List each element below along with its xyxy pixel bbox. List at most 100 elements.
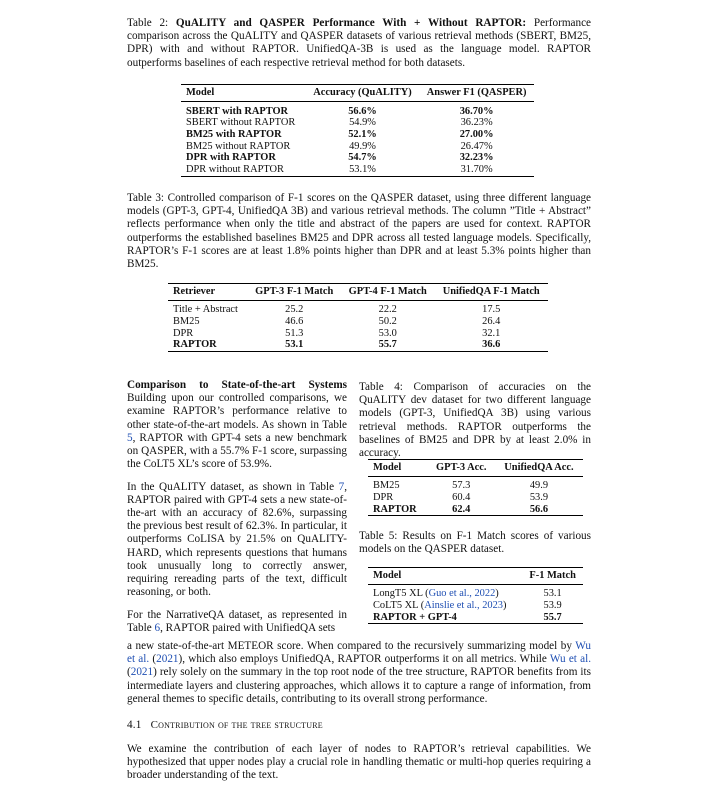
table-cell: 56.6	[529, 503, 549, 515]
table-cell: 53.1	[543, 588, 562, 600]
table-cell: RAPTOR	[173, 339, 217, 351]
table-cell: 55.7	[378, 339, 397, 351]
table-cell: 25.2	[285, 304, 304, 316]
table-row: DPR 60.4 53.9	[368, 492, 583, 504]
table-cell: 36.6	[482, 339, 501, 351]
table4-header-gpt3: GPT-3 Acc.	[436, 462, 487, 473]
table5-header-model: Model	[373, 570, 402, 581]
table-row: DPR without RAPTOR 53.1% 31.70%	[181, 163, 534, 177]
section-heading: 4.1 Contribution of the tree structure	[127, 719, 591, 732]
table-cell: 26.4	[482, 315, 501, 327]
narrativeqa-paragraph: For the NarrativeQA dataset, as represen…	[127, 609, 347, 635]
table3-header-gpt3: GPT-3 F-1 Match	[255, 286, 334, 297]
narrativeqa-text-end: , RAPTOR paired with UnifiedQA sets	[160, 621, 336, 634]
section-title: Contribution of the tree structure	[150, 719, 323, 731]
table-row: RAPTOR 62.4 56.6	[368, 504, 583, 516]
table-cell: 56.6%	[348, 105, 377, 117]
table-cell: RAPTOR	[373, 503, 417, 515]
table-row: CoLT5 XL (Ainslie et al., 2023) 53.9	[368, 600, 583, 612]
table-cell: DPR without RAPTOR	[186, 163, 284, 175]
table-cell: 49.9%	[349, 140, 376, 152]
table-row: DPR 51.3 53.0 32.1	[168, 328, 548, 340]
table2: Model Accuracy (QuALITY) Answer F1 (QASP…	[181, 84, 534, 177]
citation-link[interactable]: 2021	[130, 666, 154, 679]
table-cell: 31.70%	[460, 163, 493, 175]
table-cell: 36.70%	[459, 105, 494, 117]
sota-heading: Comparison to State-of-the-art Systems	[127, 379, 347, 391]
table3-header-unifiedqa: UnifiedQA F-1 Match	[442, 286, 540, 297]
sota-text-end: , RAPTOR with GPT-4 sets a new benchmark…	[127, 431, 347, 471]
table-cell: DPR with RAPTOR	[186, 152, 276, 164]
citation-link[interactable]: Wu et al.	[549, 653, 591, 666]
table3-header-row: Retriever GPT-3 F-1 Match GPT-4 F-1 Matc…	[168, 283, 548, 301]
table-cell: 46.6	[285, 315, 304, 327]
table5-caption: Table 5: Results on F-1 Match scores of …	[359, 530, 591, 556]
narrativeqa-text: For the NarrativeQA dataset, as represen…	[127, 608, 347, 634]
table-cell: BM25	[173, 315, 200, 327]
table-cell: 53.9	[543, 599, 562, 611]
table-cell: 53.9	[529, 491, 549, 503]
table-cell: 62.4	[452, 503, 471, 515]
citation-link[interactable]: Ainslie et al., 2023	[424, 599, 503, 611]
table2-header-quality: Accuracy (QuALITY)	[313, 87, 412, 98]
quality-text-end: , RAPTOR paired with GPT-4 sets a new st…	[127, 480, 347, 599]
para-text: ) rely solely on the summary in the top …	[127, 666, 591, 705]
table-cell: LongT5 XL (Guo et al., 2022)	[368, 588, 522, 600]
table-cell: SBERT with RAPTOR	[186, 105, 289, 117]
table4-header-model: Model	[373, 462, 402, 473]
table3-header-retriever: Retriever	[173, 286, 216, 297]
table-cell: 57.3	[452, 480, 471, 492]
table4-caption: Table 4: Comparison of accuracies on the…	[359, 381, 591, 460]
table-cell: 26.47%	[460, 140, 493, 152]
quality-paragraph: In the QuALITY dataset, as shown in Tabl…	[127, 481, 347, 600]
table-cell: BM25 without RAPTOR	[186, 140, 291, 152]
table-cell: DPR	[173, 327, 194, 339]
table-cell: 60.4	[452, 491, 471, 503]
paren: )	[495, 588, 499, 600]
table-cell: 22.2	[378, 304, 397, 316]
citation-link[interactable]: Guo et al., 2022	[428, 588, 496, 600]
table5-ref-link[interactable]: 5	[127, 431, 133, 444]
table-cell: 32.1	[482, 327, 501, 339]
para-text: (	[149, 653, 157, 666]
section-number: 4.1	[127, 719, 142, 731]
table2-header-model: Model	[186, 87, 215, 98]
table-cell: 27.00%	[459, 129, 494, 141]
sota-paragraph: Comparison to State-of-the-art Systems B…	[127, 379, 347, 472]
para-text: a new state-of-the-art METEOR score. Whe…	[127, 640, 576, 652]
table-row: DPR with RAPTOR 54.7% 32.23%	[181, 152, 534, 164]
table4-header-unifiedqa: UnifiedQA Acc.	[504, 462, 574, 473]
table-cell: Title + Abstract	[173, 304, 238, 316]
table-cell: SBERT without RAPTOR	[186, 117, 296, 129]
table6-ref-link[interactable]: 6	[154, 621, 161, 634]
model-name: CoLT5 XL (	[373, 599, 425, 611]
table-cell: 53.1%	[349, 163, 376, 175]
para-text: (	[127, 666, 131, 679]
table-row: SBERT with RAPTOR 56.6% 36.70%	[181, 106, 534, 118]
table-cell: 49.9	[529, 480, 549, 492]
citation-link[interactable]: 2021	[156, 653, 179, 666]
table-row: BM25 46.6 50.2 26.4	[168, 316, 548, 328]
table3: Retriever GPT-3 F-1 Match GPT-4 F-1 Matc…	[168, 283, 548, 352]
table-row: Title + Abstract 25.2 22.2 17.5	[168, 304, 548, 316]
table2-caption-title: QuALITY and QASPER Performance With + Wi…	[175, 17, 527, 29]
table2-header-row: Model Accuracy (QuALITY) Answer F1 (QASP…	[181, 84, 534, 102]
table-cell: BM25 with RAPTOR	[186, 129, 282, 141]
table5-header-row: Model F-1 Match	[368, 567, 583, 585]
table-cell: RAPTOR + GPT-4	[373, 611, 457, 623]
table5: Model F-1 Match LongT5 XL (Guo et al., 2…	[368, 567, 583, 624]
continuation-paragraph: a new state-of-the-art METEOR score. Whe…	[127, 640, 591, 706]
table-cell: 36.23%	[460, 117, 493, 129]
table-cell: DPR	[373, 491, 394, 503]
table-row: BM25 without RAPTOR 49.9% 26.47%	[181, 141, 534, 153]
table-cell: 32.23%	[459, 152, 494, 164]
citation-link[interactable]: Wu et al.	[127, 640, 591, 666]
table-cell: 53.0	[378, 327, 397, 339]
left-column: Comparison to State-of-the-art Systems B…	[127, 379, 347, 635]
table2-caption-label: Table 2:	[127, 17, 169, 29]
table2-caption-text: Performance comparison across the QuALIT…	[127, 17, 592, 69]
table7-ref-link[interactable]: 7	[338, 480, 345, 493]
table4-header-row: Model GPT-3 Acc. UnifiedQA Acc.	[368, 459, 583, 477]
sota-text: Building upon our controlled comparisons…	[127, 392, 347, 431]
table-cell: 54.9%	[349, 117, 376, 129]
